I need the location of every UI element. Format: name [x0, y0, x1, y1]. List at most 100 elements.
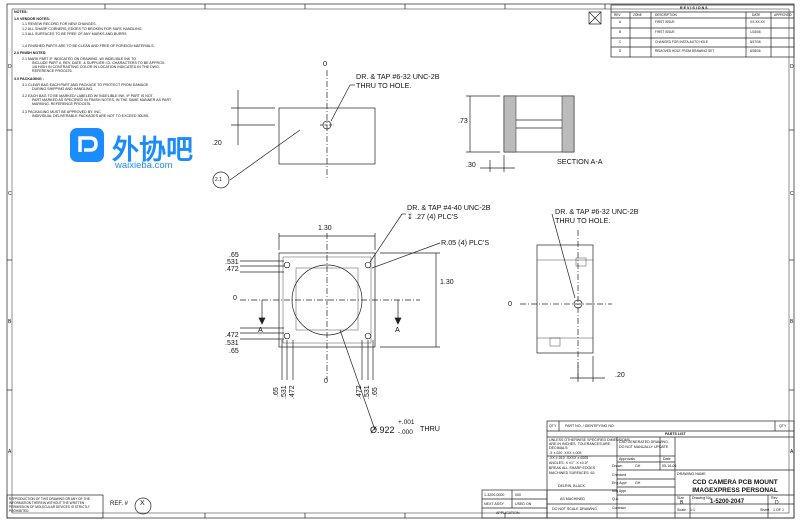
finish-note: 1/8 HIGH IN CONTRASTING COLOR IN LOCATIO… [32, 65, 160, 69]
used-on-label: USED ON [515, 502, 532, 506]
rev-cell: A [619, 20, 622, 24]
packaging-note: 3.2 EACH BAG TO BE MARKED/ LABELED W/ IN… [22, 94, 153, 98]
packaging-note: PART MARKED AS SPECIFIED IN FINISH NOTES… [32, 98, 172, 102]
radius-callout: R.05 (4) PLC'S [441, 238, 490, 247]
vendor-note: 1.1 REVIEW RECORD FOR NEW CHANGES. [22, 22, 97, 26]
centerline-zero-top: 0 [323, 59, 327, 68]
finish-note: INCLUDE PART #, REV, DATE, & SUPPLIER I.… [32, 61, 166, 65]
parts-qty-header: QTY [549, 424, 557, 428]
rev-cell: XX-XX-XX [750, 20, 765, 24]
ref-mark: X [140, 500, 145, 507]
bottom-dim: 0 [324, 378, 328, 385]
left-dim: .65 [229, 252, 239, 259]
section-arrow-label: A [258, 325, 263, 334]
tap-440-depth: ↧ .27 (4) PLC'S [407, 212, 458, 221]
repro-notice: PERMISSION OF MOLECULAR DEVICES IS STRIC… [9, 505, 90, 509]
zone-right: A [790, 449, 794, 455]
bubble-note-ref: 2.1 [215, 177, 222, 183]
drawing-name-label: DRAWING NAME [677, 472, 706, 476]
section-label: SECTION A-A [557, 157, 603, 166]
cad-note: CAD GENERATED DRAWING, [619, 440, 669, 444]
bore-thru: THRU [420, 424, 440, 433]
watermark-text: 外协吧 [112, 135, 193, 166]
scale-value: 1:1 [690, 508, 695, 512]
tolerance-note: BREAK ALL SHARP EDGES [549, 466, 596, 470]
bottom-dim: .472 [356, 385, 363, 399]
bottom-dim: .472 [289, 385, 296, 399]
rev-header: DATE [752, 13, 761, 17]
rev-cell: D [619, 49, 622, 53]
left-dim: .65 [229, 348, 239, 355]
vendor-note: 1.3 ALL SURFACES TO BE FREE OF ANY MARKS… [22, 32, 127, 36]
tolerance-note: MACHINED SURFACES: 63 [549, 471, 595, 475]
part-number-a: 1-3200-0000 [484, 493, 505, 497]
next-assy-label: NEXT ASSY [484, 502, 504, 506]
zone-right: C [790, 191, 794, 197]
checked-label: Checked [612, 473, 627, 477]
bottom-dim: .65 [273, 387, 280, 397]
drawn-by: GH [635, 464, 641, 468]
tolerance-note: ANGLES: X ±1° .X ±0.5° [549, 461, 589, 465]
thru-callout-top: THRU TO HOLE. [356, 81, 412, 90]
finish-note: REFERENCE PROC676. [32, 69, 73, 73]
rev-cell: B [619, 30, 622, 34]
finish: AS MACHINED [560, 497, 585, 501]
rev-value: D [775, 500, 779, 506]
size-value: B [680, 500, 684, 506]
rev-header: REV [614, 13, 621, 17]
rev-cell: REMOVED HOLE FROM DRAWING SET [655, 49, 715, 53]
left-dim: .531 [225, 259, 239, 266]
scale-label: Scale [677, 508, 686, 512]
sheet-value: 1 OF 1 [773, 508, 784, 512]
height-dim: 1.30 [440, 279, 454, 286]
packaging-note: 3.3 PACKAGING MUST BE APPROVED BY: INC. [22, 110, 102, 114]
repro-notice: REPRODUCTION OF THIS DRAWING OR ANY OF T… [9, 497, 90, 501]
eng-appr-label: Eng Appr [612, 481, 627, 485]
zone-right: D [790, 64, 794, 70]
zone-left: A [8, 449, 12, 455]
size-label: Size [677, 496, 684, 500]
finish-notes-heading: 2.0 FINISH NOTES: [14, 51, 47, 55]
packaging-note: 3.1 CLEAR BAG EACH PART AND PACKAGE TO P… [22, 83, 149, 87]
drawing-title-line1: CCD CAMERA PCB MOUNT [692, 479, 778, 486]
packaging-note: INDIVIDUAL DELIVERABLE PACKAGES ARE NOT … [32, 114, 150, 118]
repro-notice: PROHIBITED. [9, 509, 30, 513]
drawn-label: Drawn [612, 464, 623, 468]
zone-left: D [8, 64, 12, 70]
packaging-heading: 3.0 PACKAGING : [14, 77, 44, 81]
bottom-dim: .531 [281, 385, 288, 399]
part-number-b: 000 [515, 493, 521, 497]
rev-cell: 1/24/06 [750, 30, 761, 34]
dim-020-top: .20 [212, 140, 222, 147]
date-header: Date [663, 457, 671, 461]
do-not-scale: DO NOT SCALE DRAWING [552, 507, 597, 511]
tap-440-callout: DR. & TAP #4-40 UNC-2B [407, 203, 491, 212]
watermark-url: waixieba.com [115, 160, 173, 171]
tap-callout-right: DR. & TAP #6-32 UNC-2B [555, 207, 639, 216]
rev-cell: FIRST ISSUE [655, 20, 675, 24]
vendor-note: 1.4 FINISHED PARTS ARE TO BE CLEAN AND F… [22, 44, 155, 48]
drawing-title-line2: IMAGEXPRESS PERSONAL [692, 487, 778, 494]
zone-left: C [8, 191, 12, 197]
left-dim: .472 [225, 332, 239, 339]
application-label: APPLICATION [496, 511, 520, 515]
drawn-date: 05-16-06 [662, 464, 677, 468]
vendor-notes-heading: 1.0 VENDOR NOTES: [14, 17, 50, 21]
parts-list-title: PARTS LIST [665, 432, 686, 436]
ref-label: REF. # [110, 501, 129, 507]
rev-cell: CHANGED FOR INSTA-AUTO HOLE [655, 40, 709, 44]
thru-callout-right: THRU TO HOLE. [555, 216, 611, 225]
rev-cell: 8/17/06 [750, 40, 761, 44]
bottom-dim: .65 [372, 387, 379, 397]
section-dim-073: .73 [458, 118, 468, 125]
approvals-header: Approvals [619, 457, 635, 461]
contract-label: Contract [612, 506, 626, 510]
rev-cell: C [619, 40, 622, 44]
rev-header: APPROVED [774, 13, 792, 17]
left-dim: .531 [225, 340, 239, 347]
zone-left: B [8, 319, 12, 325]
side-dim-020: .20 [615, 372, 625, 379]
width-dim: 1.30 [318, 225, 332, 232]
tolerance-note: UNLESS OTHERWISE SPECIFIED DIMENSIONS [549, 438, 630, 442]
section-arrow-label: A [395, 325, 400, 334]
